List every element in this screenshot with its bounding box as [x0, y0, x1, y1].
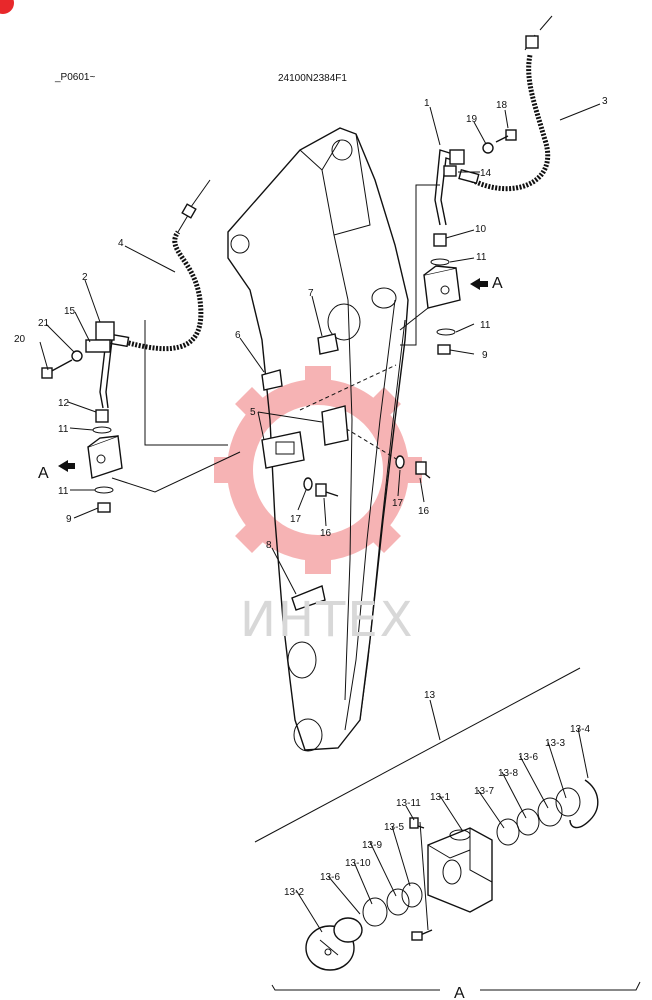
- page-code: _P0601~: [54, 72, 95, 83]
- callout-2: 2: [82, 272, 88, 283]
- left-hose-assembly: [41, 179, 241, 513]
- callout-8: 8: [266, 540, 272, 551]
- callout-13-6-b: 13-6: [518, 752, 538, 763]
- callout-7: 7: [308, 288, 314, 299]
- callout-13-8: 13-8: [498, 768, 518, 779]
- drawing-number: 24100N2384F1: [278, 73, 347, 84]
- callout-13-1: 13-1: [430, 792, 450, 803]
- detail-a-exploded: A: [254, 667, 641, 1000]
- callout-9-right: 9: [482, 350, 488, 361]
- detail-bracket-label: A: [454, 985, 465, 1000]
- callout-17-b: 17: [392, 498, 404, 509]
- callout-13-5: 13-5: [384, 822, 404, 833]
- callout-19: 19: [466, 114, 478, 125]
- callout-16-b: 16: [418, 506, 430, 517]
- right-view-arrow: A: [470, 275, 503, 292]
- callout-17-a: 17: [290, 514, 302, 525]
- callout-labels: 1 2 3 4 5 6 7 8 9 9 10 11 11 11 11 12 13…: [14, 96, 608, 898]
- right-hose-assembly: [399, 15, 553, 355]
- callout-11-c: 11: [476, 252, 487, 263]
- boom-arm: [227, 127, 409, 752]
- callout-18: 18: [496, 100, 508, 111]
- callout-21: 21: [38, 318, 50, 329]
- callout-11-b: 11: [58, 486, 69, 497]
- corner-marker: [0, 0, 14, 14]
- callout-13-11: 13-11: [396, 798, 421, 809]
- brackets: [261, 333, 349, 611]
- leader-lines: [39, 103, 601, 933]
- callout-14: 14: [480, 168, 492, 179]
- callout-6: 6: [235, 330, 241, 341]
- callout-12: 12: [58, 398, 70, 409]
- callout-13: 13: [424, 690, 436, 701]
- left-view-arrow: A: [38, 460, 75, 482]
- callout-5: 5: [250, 407, 256, 418]
- reference-lines: [299, 364, 399, 461]
- callout-4: 4: [118, 238, 124, 249]
- callout-1: 1: [424, 98, 430, 109]
- callout-11-d: 11: [480, 320, 491, 331]
- callout-9-left: 9: [66, 514, 72, 525]
- callout-13-4: 13-4: [570, 724, 590, 735]
- callout-13-7: 13-7: [474, 786, 494, 797]
- callout-15: 15: [64, 306, 76, 317]
- callout-20: 20: [14, 334, 26, 345]
- watermark-text: ИНТЕХ: [240, 592, 415, 648]
- right-view-label: A: [492, 275, 503, 292]
- callout-13-9: 13-9: [362, 840, 382, 851]
- callout-13-3: 13-3: [545, 738, 565, 749]
- callout-16-a: 16: [320, 528, 332, 539]
- callout-11-a: 11: [58, 424, 69, 435]
- callout-13-6-a: 13-6: [320, 872, 340, 883]
- callout-13-10: 13-10: [345, 858, 371, 869]
- callout-13-2: 13-2: [284, 887, 304, 898]
- callout-3: 3: [602, 96, 608, 107]
- bolts-washers: [303, 455, 431, 497]
- left-view-label: A: [38, 465, 49, 482]
- callout-10: 10: [475, 224, 487, 235]
- watermark-gear: [214, 366, 422, 574]
